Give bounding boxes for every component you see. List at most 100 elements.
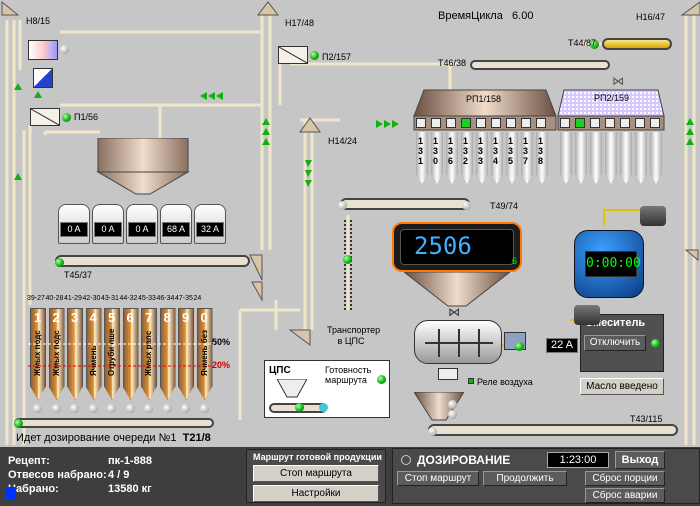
bin-rp1-feeder <box>446 132 458 184</box>
conveyor-t21-indicator <box>14 419 23 428</box>
silo-feeder-indicator <box>107 404 116 413</box>
air-relay-label: Реле воздуха <box>477 377 533 387</box>
silo-number: 3 <box>71 310 79 325</box>
stop-route-button[interactable]: Стоп маршрута <box>253 465 379 482</box>
silo-number: 5 <box>108 310 116 325</box>
bin-rp1-cell[interactable] <box>416 118 426 128</box>
bin-rp2-feeder <box>605 132 617 184</box>
silo[interactable] <box>196 308 213 400</box>
bin-rp1-cell[interactable] <box>461 118 471 128</box>
air-relay-indicator <box>468 378 474 384</box>
elevator-h8-head <box>1 0 20 16</box>
silo-header: 44-32 <box>119 295 138 302</box>
settings-button[interactable]: Настройки <box>253 485 379 502</box>
conveyor-t49[interactable] <box>340 198 470 210</box>
mixer-body[interactable] <box>414 320 502 364</box>
bin-rp2-feeder <box>575 132 587 184</box>
silo-feeder-indicator <box>88 404 98 413</box>
bin-rp2-cell[interactable] <box>590 118 600 128</box>
mill-amps-display: 32 A <box>196 222 224 237</box>
bin-rp2-feeder <box>560 132 572 184</box>
silo[interactable] <box>122 308 139 400</box>
exit-button[interactable]: Выход <box>615 451 665 469</box>
bin-rp2-cell[interactable] <box>560 118 570 128</box>
conveyor-t45[interactable] <box>55 255 250 267</box>
bin-rp2-label: РП2/159 <box>594 93 629 103</box>
reset-portion-button[interactable]: Сброс порции <box>585 471 665 486</box>
mixer-off-button[interactable]: Отключить <box>584 335 646 351</box>
bin-rp2-cell[interactable] <box>575 118 585 128</box>
silo[interactable] <box>104 308 120 400</box>
bin-rp2-valve-icon[interactable]: ⋈ <box>612 74 624 88</box>
magnet-device[interactable] <box>33 68 53 88</box>
bin-rp2-cell[interactable] <box>650 118 660 128</box>
window-icon[interactable] <box>6 487 16 499</box>
mixer-gate[interactable] <box>438 368 458 380</box>
silo-feeder-indicator <box>125 404 135 413</box>
oil-added-button[interactable]: Масло введено <box>580 378 664 395</box>
continue-button[interactable]: Продолжить <box>483 471 567 486</box>
silo-feeder-indicator <box>33 404 42 413</box>
dosing-status-text: Идет дозирование очереди №1 T21/8 <box>16 432 211 444</box>
silo-number: 0 <box>200 310 208 325</box>
silo[interactable] <box>67 308 83 400</box>
mixer-output-hopper <box>414 392 464 421</box>
transporter-cps[interactable] <box>344 220 352 310</box>
feeder-p2[interactable] <box>278 46 308 64</box>
silo-feeder-indicator <box>199 404 209 413</box>
bin-rp1-cell[interactable] <box>431 118 441 128</box>
conveyor-t49-label: T49/74 <box>490 201 519 211</box>
silo[interactable] <box>141 308 157 400</box>
conveyor-t21[interactable] <box>14 418 214 428</box>
conveyor-t43[interactable] <box>428 424 678 436</box>
bin-rp2-feeder <box>590 132 602 184</box>
feeder-p2-indicator <box>310 51 319 60</box>
mill-amps-display: 68 A <box>162 222 190 237</box>
bin-rp1-cell[interactable] <box>491 118 501 128</box>
bin-rp2-cell[interactable] <box>620 118 630 128</box>
silo[interactable] <box>48 308 65 400</box>
silo-feeder-indicator <box>51 404 61 413</box>
separator-device[interactable] <box>28 40 58 60</box>
bin-rp2-feeder <box>635 132 647 184</box>
oil-tank: 0:00:00 <box>574 230 644 298</box>
silo-header: 24 <box>193 295 202 302</box>
reset-alarm-button[interactable]: Сброс аварии <box>585 488 665 503</box>
silo-number: 2 <box>52 310 60 325</box>
recipe-row: Рецепт:пк-1-888 <box>8 455 152 467</box>
route-title: Маршрут готовой продукции <box>253 452 382 462</box>
mill-amps-display: 0 A <box>94 222 122 237</box>
bin-rp1-cell[interactable] <box>536 118 546 128</box>
bin-rp2-cell[interactable] <box>605 118 615 128</box>
silo-feeder-indicator <box>181 404 190 413</box>
conveyor-t46[interactable] <box>470 60 610 70</box>
elevator-h14-label: H14/24 <box>328 136 358 146</box>
cps-title: ЦПС <box>269 365 291 376</box>
bin-rp1-cell[interactable] <box>476 118 486 128</box>
bin-rp2-cell[interactable] <box>635 118 645 128</box>
silo[interactable] <box>178 308 194 400</box>
collected-row: Набрано:13580 кг <box>8 483 152 495</box>
feeder-p1[interactable] <box>30 108 60 126</box>
conveyor-t44[interactable] <box>602 38 672 50</box>
silo-header: 45-33 <box>138 295 156 302</box>
silo[interactable] <box>159 308 176 400</box>
bin-rp1-cell[interactable] <box>446 118 456 128</box>
cps-conveyor-indicator <box>295 403 304 412</box>
bin-rp1-cell[interactable] <box>521 118 531 128</box>
mixer-output-indicator-2 <box>448 410 457 419</box>
silo[interactable] <box>30 308 46 400</box>
mixer-title: Смеситель <box>585 317 646 329</box>
dosing-time-display: 1:23:00 <box>547 452 609 468</box>
feeder-p2-label: П2/157 <box>322 52 351 62</box>
conveyor-t43-label: T43/115 <box>630 414 663 424</box>
conveyor-t49-left-indicator <box>338 201 347 210</box>
silo[interactable] <box>85 308 102 400</box>
scale-valve-icon[interactable]: ⋈ <box>448 305 460 319</box>
silo-number: 9 <box>182 310 190 325</box>
bin-rp1-number: 1 3 2 <box>463 136 469 166</box>
silo-feeder-indicator <box>162 404 172 413</box>
silo-feeder-indicator <box>70 404 79 413</box>
bin-rp1-cell[interactable] <box>506 118 516 128</box>
stop-route-dosing-button[interactable]: Стоп маршрут <box>397 471 479 486</box>
